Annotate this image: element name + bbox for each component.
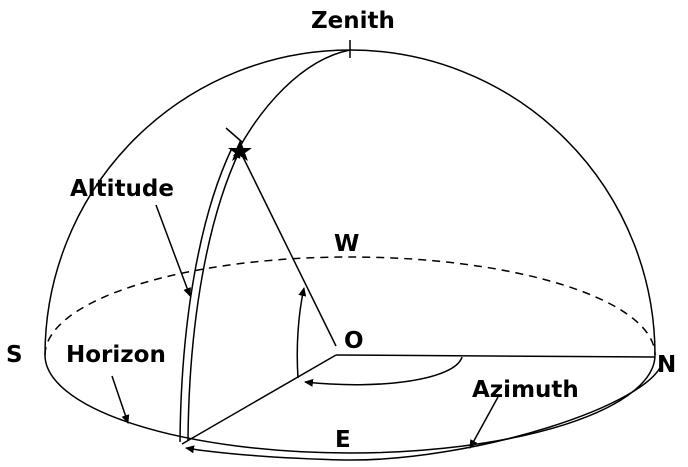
azimuth-leader xyxy=(470,397,498,448)
azimuth-label: Azimuth xyxy=(472,377,579,403)
west-label: W xyxy=(334,231,359,257)
star-icon xyxy=(228,140,252,161)
line-to-horizon-point xyxy=(182,355,336,444)
south-label: S xyxy=(6,342,23,368)
origin-label: O xyxy=(344,328,364,354)
altitude-leader xyxy=(156,205,190,296)
horizon-label: Horizon xyxy=(66,342,166,368)
altitude-tick xyxy=(226,128,242,142)
horizon-leader xyxy=(112,376,128,423)
zenith-label: Zenith xyxy=(311,8,395,34)
azimuth-arc-outer xyxy=(186,360,663,460)
line-to-north xyxy=(336,355,655,357)
altitude-label: Altitude xyxy=(70,176,174,202)
altitude-arc-outer xyxy=(180,148,232,442)
north-label: N xyxy=(657,352,676,378)
line-to-star xyxy=(242,155,336,346)
celestial-dome xyxy=(45,50,655,355)
altitude-angle-arc xyxy=(297,288,304,378)
east-label: E xyxy=(335,427,351,453)
azimuth-angle-arc xyxy=(305,357,462,385)
